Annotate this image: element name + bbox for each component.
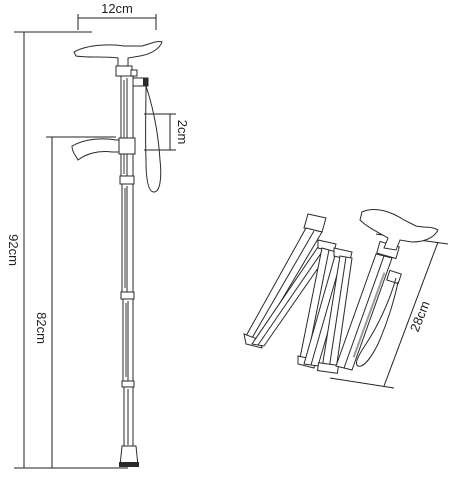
shaft-joint-3 [121, 380, 135, 388]
dimension-label-handle-width: 12cm [101, 1, 133, 16]
dimension-handle-gap: 2cm [144, 113, 190, 151]
folded-wrist-strap [355, 277, 399, 367]
shaft-joint-1 [119, 175, 135, 185]
dimension-label-min-height: 82cm [34, 312, 49, 344]
folded-handle [359, 209, 439, 251]
dimension-min-height: 82cm [34, 136, 116, 468]
lower-handle [71, 138, 123, 161]
wrist-strap [145, 85, 162, 193]
extended-cane-illustration [71, 41, 163, 467]
dimension-max-height: 92cm [6, 31, 128, 469]
dimension-label-handle-gap: 2cm [175, 120, 190, 145]
shaft-joint-2 [120, 291, 135, 300]
upper-handle [73, 41, 163, 67]
folded-cane-illustration [243, 209, 439, 374]
dimension-handle-width: 12cm [77, 1, 157, 30]
dimension-label-folded-length: 28cm [407, 299, 433, 334]
dimension-label-max-height: 92cm [6, 234, 21, 266]
upper-collar [115, 65, 133, 77]
lock-button [130, 69, 138, 77]
